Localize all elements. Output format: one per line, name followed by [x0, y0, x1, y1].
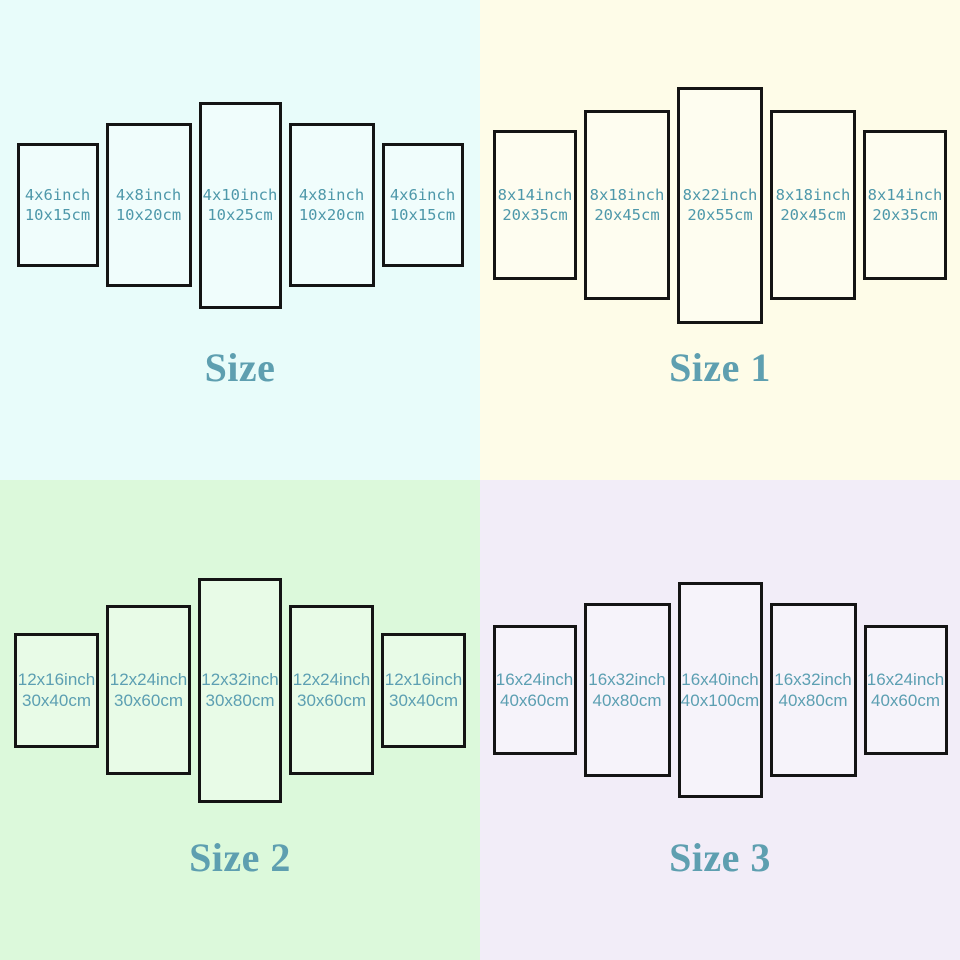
panel-inch-label: 8x18inch — [775, 186, 851, 204]
panel-inch-label: 12x16inch — [384, 670, 463, 689]
panel: 8x22inch 20x55cm — [677, 86, 763, 324]
panel-cm-label: 20x45cm — [594, 206, 660, 224]
panel: 12x32inch 30x80cm — [198, 577, 282, 803]
panel-inch-label: 16x32inch — [588, 670, 666, 689]
panel: 12x24inch 30x60cm — [106, 605, 191, 775]
panel-cm-label: 40x60cm — [871, 691, 940, 710]
panel-cm-label: 40x100cm — [680, 691, 760, 710]
panel-inch-label: 16x24inch — [495, 670, 574, 689]
panel-cm-label: 20x35cm — [872, 206, 938, 224]
panel: 16x32inch 40x80cm — [769, 603, 857, 777]
panel-row: 4x6inch 10x15cm 4x8inch 10x20cm 4x10inch… — [0, 0, 480, 410]
panel: 12x24inch 30x60cm — [289, 605, 374, 775]
panel-inch-label: 16x32inch — [774, 670, 852, 689]
panel: 8x18inch 20x45cm — [584, 110, 670, 300]
panel-inch-label: 12x24inch — [109, 670, 188, 689]
panel-cm-label: 10x25cm — [207, 206, 273, 224]
panel: 12x16inch 30x40cm — [381, 632, 466, 748]
panel: 4x8inch 10x20cm — [288, 123, 375, 287]
panel-inch-label: 12x24inch — [292, 670, 371, 689]
panel-inch-label: 8x18inch — [589, 186, 665, 204]
panel-inch-label: 8x22inch — [682, 186, 758, 204]
panel-cm-label: 30x60cm — [114, 691, 183, 710]
panel-cm-label: 30x40cm — [22, 691, 91, 710]
quadrant-size: 4x6inch 10x15cm 4x8inch 10x20cm 4x10inch… — [0, 0, 480, 480]
panel-cm-label: 30x40cm — [389, 691, 458, 710]
panel: 4x10inch 10x25cm — [198, 101, 282, 309]
panel-inch-label: 16x24inch — [866, 670, 945, 689]
panel: 8x14inch 20x35cm — [493, 130, 577, 280]
panel-inch-label: 4x10inch — [202, 186, 278, 204]
quadrant-title: Size 3 — [669, 835, 771, 880]
panel-inch-label: 12x16inch — [17, 670, 96, 689]
panel-cm-label: 30x80cm — [205, 691, 275, 710]
panel-inch-label: 4x6inch — [24, 186, 91, 204]
panel-row: 12x16inch 30x40cm 12x24inch 30x60cm 12x3… — [0, 480, 480, 900]
panel-row: 8x14inch 20x35cm 8x18inch 20x45cm 8x22in… — [480, 0, 960, 410]
panel: 16x32inch 40x80cm — [583, 603, 671, 777]
panel-inch-label: 4x8inch — [115, 186, 182, 204]
panel-cm-label: 40x80cm — [778, 691, 848, 710]
quadrant-size-3: 16x24inch 40x60cm 16x32inch 40x80cm 16x4… — [480, 480, 960, 960]
quadrant-size-1: 8x14inch 20x35cm 8x18inch 20x45cm 8x22in… — [480, 0, 960, 480]
panel-inch-label: 4x8inch — [298, 186, 365, 204]
panel-cm-label: 40x80cm — [592, 691, 662, 710]
quadrant-title: Size 1 — [669, 345, 771, 390]
quadrant-size-2: 12x16inch 30x40cm 12x24inch 30x60cm 12x3… — [0, 480, 480, 960]
panel: 4x8inch 10x20cm — [105, 123, 192, 287]
quadrant-title: Size — [204, 345, 276, 390]
panel: 16x24inch 40x60cm — [492, 625, 577, 755]
panel-cm-label: 10x15cm — [24, 206, 91, 224]
panel: 12x16inch 30x40cm — [14, 632, 99, 748]
panel: 8x18inch 20x45cm — [770, 110, 856, 300]
panel-row: 16x24inch 40x60cm 16x32inch 40x80cm 16x4… — [480, 480, 960, 900]
panel-cm-label: 20x55cm — [687, 206, 753, 224]
panel-cm-label: 20x35cm — [502, 206, 568, 224]
panel-inch-label: 4x6inch — [389, 186, 456, 204]
panel: 16x24inch 40x60cm — [863, 625, 948, 755]
panel-cm-label: 10x15cm — [389, 206, 456, 224]
panel-cm-label: 20x45cm — [780, 206, 846, 224]
panel-cm-label: 10x20cm — [298, 206, 365, 224]
panel-inch-label: 8x14inch — [497, 186, 573, 204]
panel: 16x40inch 40x100cm — [677, 582, 763, 798]
panel: 4x6inch 10x15cm — [16, 143, 99, 267]
panel-cm-label: 30x60cm — [297, 691, 366, 710]
quadrant-title: Size 2 — [189, 835, 291, 880]
panel-cm-label: 10x20cm — [115, 206, 182, 224]
panel: 8x14inch 20x35cm — [863, 130, 947, 280]
panel-cm-label: 40x60cm — [500, 691, 569, 710]
panel-inch-label: 12x32inch — [201, 670, 279, 689]
panel-inch-label: 8x14inch — [867, 186, 943, 204]
panel: 4x6inch 10x15cm — [381, 143, 464, 267]
panel-inch-label: 16x40inch — [681, 670, 759, 689]
